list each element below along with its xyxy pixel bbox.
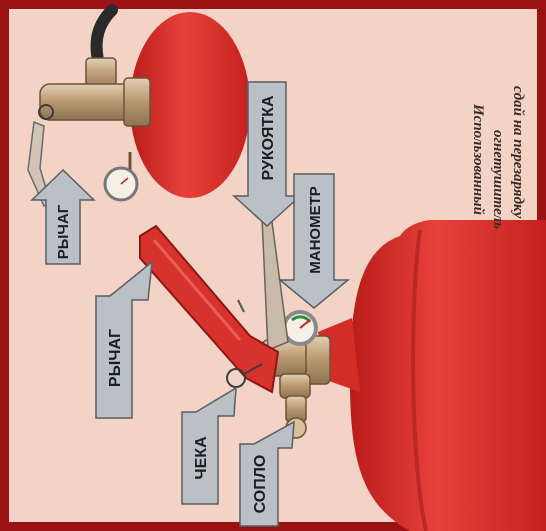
label-lever-small-text: РЫЧАГ bbox=[55, 204, 72, 259]
small-neck-nut bbox=[124, 78, 150, 126]
nozzle-collar bbox=[280, 374, 310, 398]
label-handle-text: РУКОЯТКА bbox=[260, 95, 277, 180]
label-nozzle-text: СОПЛО bbox=[252, 455, 269, 514]
heading-line1: Использованный bbox=[470, 103, 486, 215]
label-lever-text: РЫЧАГ bbox=[107, 329, 124, 387]
label-pin-text: ЧЕКА bbox=[193, 436, 210, 480]
heading-line2: огнетушитель bbox=[490, 130, 506, 229]
label-gauge-text: МАНОМЕТР bbox=[307, 186, 324, 274]
main-cylinder bbox=[350, 220, 546, 531]
heading-line3: сдай на перезарядку bbox=[510, 86, 526, 219]
